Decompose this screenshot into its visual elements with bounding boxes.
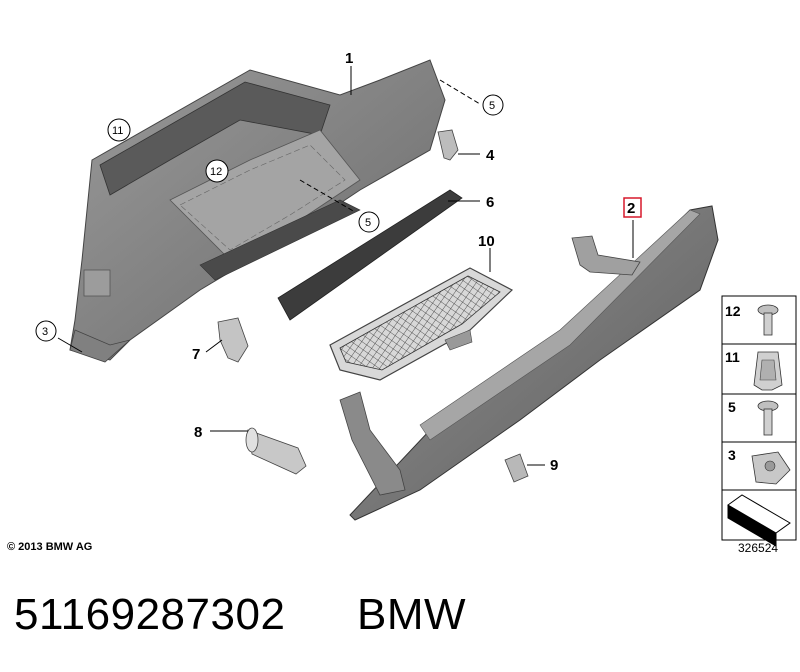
- callout-5b: 5: [365, 217, 371, 229]
- clip-icon: [753, 351, 783, 391]
- callout-2: 2: [627, 200, 635, 217]
- copyright-text: © 2013 BMW AG: [7, 541, 93, 553]
- callout-5b-circle: [358, 211, 380, 233]
- leader-lines: [57, 66, 634, 466]
- callout-8: 8: [194, 424, 202, 441]
- part-number: 51169287302: [14, 590, 286, 639]
- bolt-icon: [757, 400, 779, 436]
- glovebox-lid: [339, 205, 719, 521]
- glovebox-housing: [69, 59, 446, 363]
- callout-10: 10: [478, 233, 495, 250]
- callout-4: 4: [486, 147, 495, 164]
- small-parts-legend: 12 11 5 3: [721, 295, 797, 547]
- orientation-arrow-icon: [727, 494, 791, 547]
- net-part: [329, 267, 514, 381]
- legend-label-3: 5: [728, 399, 736, 415]
- callout-11-circle: [107, 118, 131, 142]
- callout-3: 3: [42, 326, 48, 338]
- callout-12-circle: [205, 159, 229, 183]
- legend-label-4: 3: [728, 447, 736, 463]
- legend-label-1: 12: [725, 303, 741, 319]
- damper-part-8: [245, 427, 307, 475]
- legend-label-2: 11: [725, 349, 740, 365]
- callout-9: 9: [550, 457, 558, 474]
- nut-icon: [751, 451, 791, 485]
- callout-7: 7: [192, 346, 200, 363]
- strip-part: [277, 189, 463, 321]
- screw-icon: [757, 304, 779, 336]
- callout-3-circle: [35, 320, 57, 342]
- callout-6: 6: [486, 194, 494, 211]
- callout-1: 1: [345, 50, 353, 67]
- callout-11: 11: [112, 125, 123, 137]
- clip-part-7: [217, 317, 249, 363]
- brand-name: BMW: [357, 590, 467, 639]
- screw-part-4: [437, 129, 459, 161]
- callout-5a: 5: [489, 100, 495, 112]
- callout-12: 12: [210, 166, 222, 178]
- nut-part-9: [504, 453, 529, 483]
- diagram-reference-number: 326524: [738, 541, 779, 555]
- callout-5a-circle: [482, 94, 504, 116]
- legend-frame: [721, 295, 797, 541]
- highlight-box: [623, 197, 642, 218]
- callout-labels: 1 2 3 4 5 5 6 7 8 9 10 11 12: [35, 50, 642, 474]
